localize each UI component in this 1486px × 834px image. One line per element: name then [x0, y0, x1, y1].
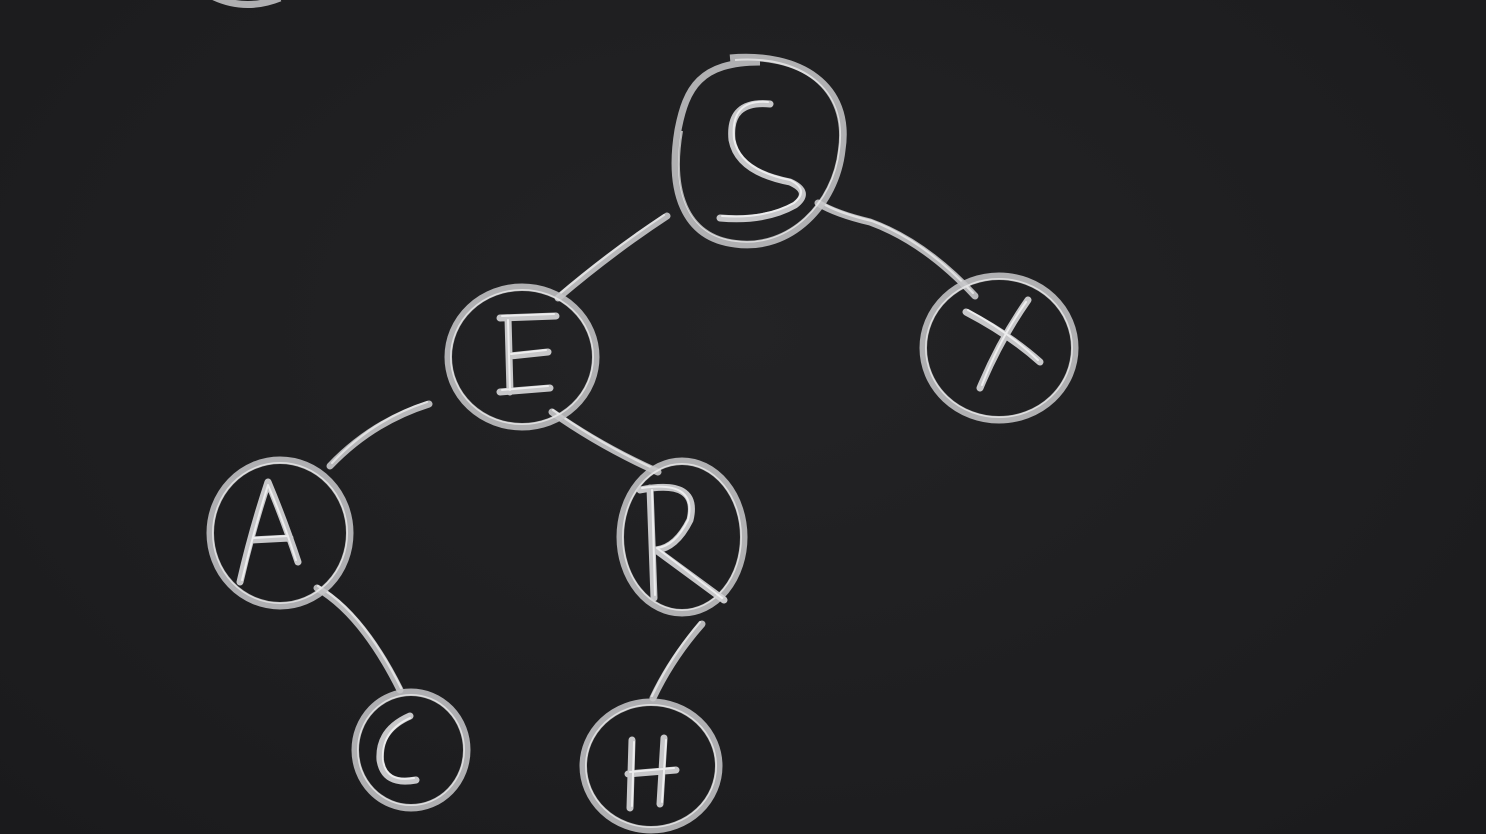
partial-node-ring [212, 0, 282, 9]
edge-S-E [554, 212, 671, 302]
node-X-ring [919, 272, 1079, 424]
node-X-glyph [962, 296, 1044, 392]
node-C-glyph [376, 712, 420, 785]
node-C-ring [351, 688, 471, 812]
node-E-ring [444, 283, 600, 431]
node-A-glyph [236, 478, 302, 586]
node-R-ring [616, 457, 748, 617]
node-E-glyph [496, 312, 560, 396]
edge-S-X [814, 199, 979, 300]
node-A-ring [206, 456, 354, 610]
edge-A-C [313, 584, 404, 694]
edge-E-A [326, 400, 433, 470]
node-S-ring [671, 53, 847, 249]
edge-R-H [649, 620, 706, 702]
node-R-glyph [636, 483, 728, 604]
node-S-glyph [716, 100, 806, 223]
node-H-glyph [624, 734, 680, 812]
edge-E-R [548, 408, 662, 476]
node-H-ring [579, 698, 723, 834]
